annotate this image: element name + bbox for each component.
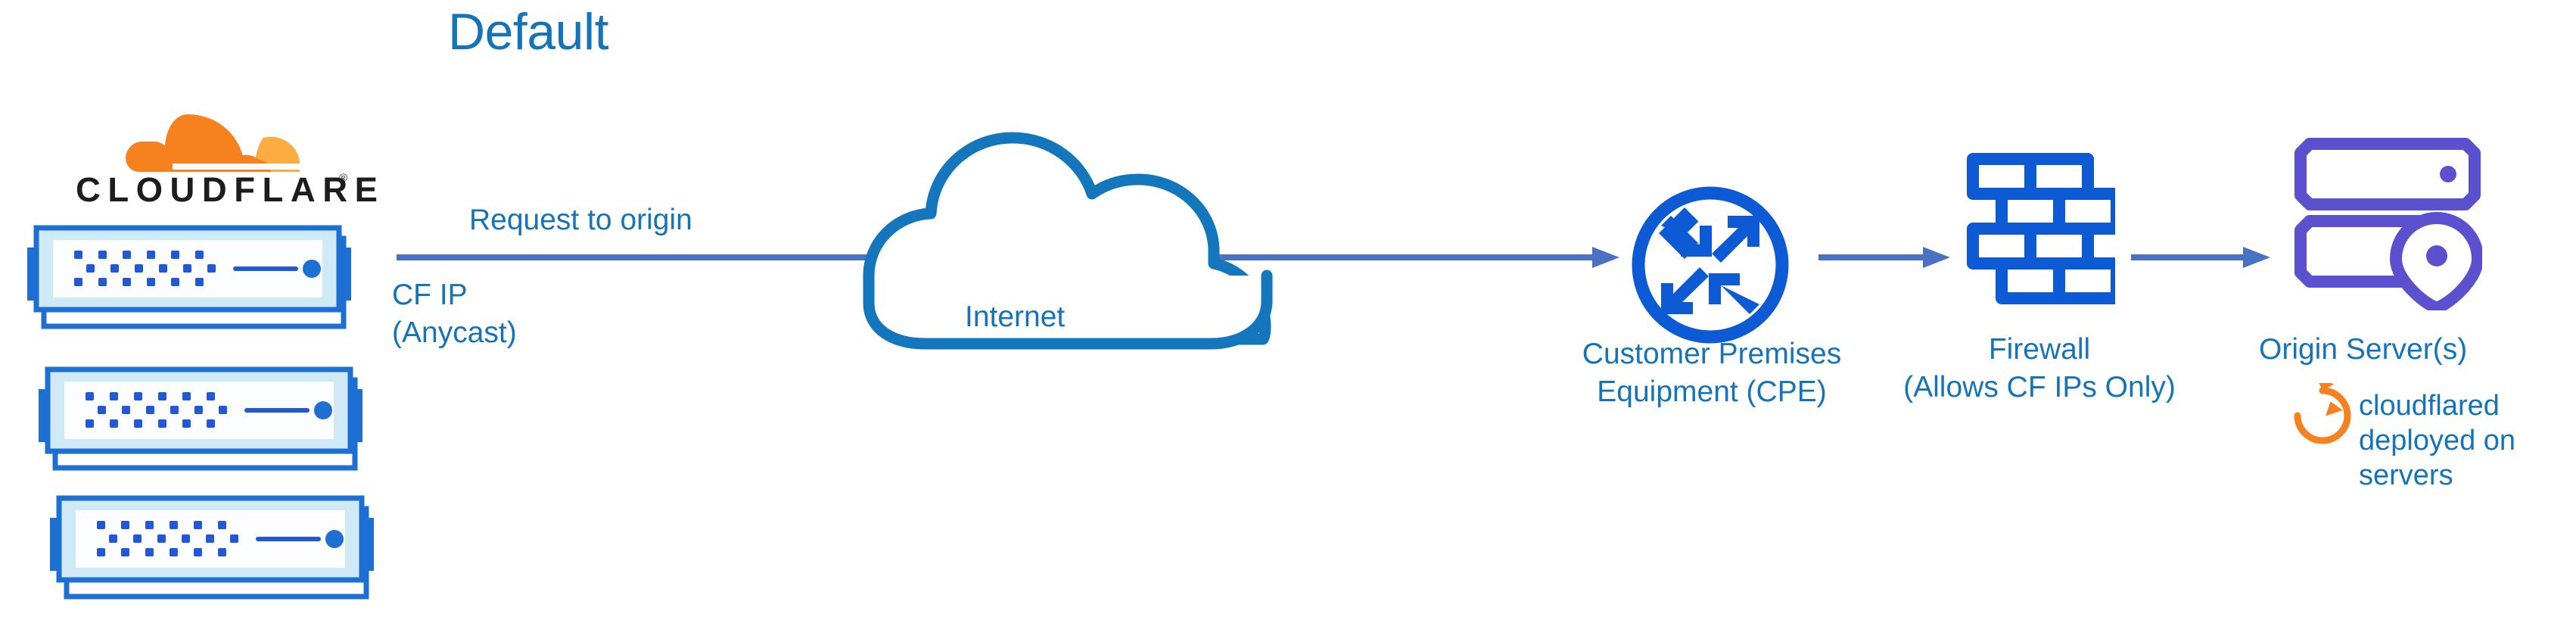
brick-wall-firewall-icon [1967,153,2123,304]
cloudflare-wordmark: CLOUDFLARE [76,170,385,209]
internet-label: Internet [965,301,1066,333]
cloud-outline-icon [863,132,1273,350]
cf-ip-anycast-label: CF IP (Anycast) [392,276,517,352]
router-four-arrows-icon [1632,186,1789,344]
page-title: Default [448,3,608,61]
request-to-origin-label: Request to origin [469,204,692,236]
server-rack-icon [50,495,374,600]
server-rack-icon [27,225,351,329]
server-rack-icon [39,366,362,471]
registered-trademark-mark: ® [339,172,348,185]
origin-server-node: Origin Server(s) [2259,136,2484,366]
cf-ip-line2: (Anycast) [392,316,517,349]
cloudflared-label-line3: servers [2359,460,2453,491]
cpe-label: Customer Premises Equipment (CPE) [1553,335,1871,411]
firewall-label-line1: Firewall [1988,333,2091,366]
cloudflared-label: cloudflared deployed on servers [2359,388,2576,493]
arrow-right-short [2131,247,2270,268]
cloudflared-node: cloudflared deployed on servers [2290,378,2515,491]
cpe-label-line2: Equipment (CPE) [1597,375,1827,408]
cloudflared-label-line2: deployed on [2359,425,2516,457]
firewall-label: Firewall (Allows CF IPs Only) [1881,331,2198,407]
arrow-right-short [1818,247,1950,268]
server-rack-1 [23,214,356,347]
origin-label: Origin Server(s) [2259,333,2468,366]
firewall-label-line2: (Allows CF IPs Only) [1903,371,2176,404]
cpe-node: Customer Premises Equipment (CPE) [1582,182,1841,408]
firewall-node: Firewall (Allows CF IPs Only) [1903,148,2176,404]
server-rack-3 [45,485,378,617]
cloudflared-label-line1: cloudflared [2359,390,2500,422]
server-rack-2 [34,356,367,488]
cloudflare-logo: CLOUDFLARE ® [39,108,378,209]
circular-arrow-refresh-icon [2294,378,2351,444]
connector-firewall-to-origin [2131,242,2275,276]
internet-cloud: Internet [832,112,1286,358]
connector-cpe-to-firewall [1818,242,1955,276]
cloudflare-cloud-logo-icon [126,114,300,172]
origin-server-location-pin-icon [2294,138,2484,313]
cpe-label-line1: Customer Premises [1582,338,1842,370]
cf-ip-line1: CF IP [392,279,468,311]
